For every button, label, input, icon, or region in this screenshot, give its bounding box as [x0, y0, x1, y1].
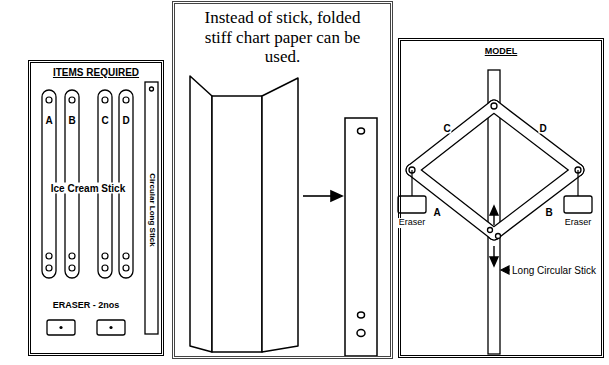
stick-holes — [46, 97, 129, 271]
folded-chart-paper — [212, 96, 262, 352]
part-name: Eraser — [398, 218, 427, 228]
part-name: Long Circular Stick — [511, 265, 597, 276]
paper-stick — [357, 330, 365, 337]
model-joints — [491, 103, 497, 109]
part-letter: B — [67, 115, 76, 126]
stick-holes — [102, 253, 108, 259]
model-stick-outline — [412, 106, 494, 170]
eraser-symbol — [47, 320, 125, 335]
panel-frame: ITEMS REQUIRED — [28, 60, 164, 356]
part-letter: A — [432, 207, 441, 218]
motion-arrows — [493, 246, 494, 258]
panel-title: MODEL — [401, 46, 601, 56]
motion-arrows — [490, 206, 498, 215]
paper-stick — [345, 118, 377, 356]
circular-long-stick — [150, 87, 154, 91]
paper-stick — [358, 128, 365, 134]
part-name: Circular Long Stick — [147, 172, 156, 247]
stick-holes — [123, 265, 129, 271]
leader-arrow — [501, 266, 509, 274]
part-letter: A — [44, 115, 53, 126]
part-name: ERASER - 2nos — [52, 301, 121, 311]
conversion-arrow — [303, 191, 342, 201]
eraser-string — [577, 170, 578, 196]
model-eraser — [564, 196, 592, 213]
eraser-symbol — [47, 320, 75, 335]
part-name: Ice Cream Stick — [50, 183, 127, 194]
circular-long-stick — [145, 82, 158, 334]
eraser-dot — [59, 326, 112, 329]
model-joints — [488, 228, 493, 233]
part-letter: D — [538, 123, 547, 134]
part-letter: C — [100, 115, 109, 126]
panel-title: ITEMS REQUIRED — [31, 67, 161, 79]
panel-frame: Instead of stick, folded stiff chart pap… — [172, 1, 393, 359]
stick-holes — [102, 265, 108, 271]
stick-holes — [46, 253, 52, 259]
model-stick-fill — [412, 106, 578, 234]
model-eraser — [398, 196, 426, 213]
circular-long-stick — [145, 82, 158, 334]
stick-holes — [123, 253, 129, 259]
motion-arrows — [490, 206, 498, 266]
panel-frame: MODEL — [398, 38, 604, 358]
conversion-arrow — [303, 195, 334, 197]
paper-stick — [345, 118, 377, 356]
model-stick-outline — [412, 106, 578, 234]
motion-arrows — [490, 257, 498, 266]
folded-chart-paper — [190, 76, 212, 352]
eraser-dot — [109, 326, 112, 329]
model-stick-fill — [494, 106, 578, 170]
folded-chart-paper — [262, 78, 298, 352]
model-stick-fill — [412, 106, 494, 170]
stick-holes — [69, 265, 75, 271]
model-joints — [409, 103, 581, 239]
stick-holes — [46, 97, 52, 103]
eraser-symbol — [97, 320, 125, 335]
part-letter: D — [121, 115, 130, 126]
part-letter: C — [442, 123, 451, 134]
ice-cream-sticks — [42, 90, 133, 278]
eraser-string — [411, 170, 412, 196]
model-stick-outline — [494, 106, 578, 170]
conversion-arrow — [331, 191, 342, 201]
paper-stick — [358, 312, 365, 318]
leader-arrow — [501, 266, 510, 274]
stick-holes — [69, 97, 75, 103]
stick-holes — [46, 265, 52, 271]
part-letter: B — [544, 207, 553, 218]
folded-chart-paper — [190, 76, 298, 352]
eraser-string — [412, 170, 578, 196]
stick-holes — [102, 97, 108, 103]
stick-holes — [69, 253, 75, 259]
panel-title: Instead of stick, folded stiff chart pap… — [175, 8, 390, 67]
eraser-dot — [59, 326, 62, 329]
stick-holes — [123, 97, 129, 103]
model-joints — [496, 234, 501, 239]
part-name: Eraser — [564, 218, 593, 228]
